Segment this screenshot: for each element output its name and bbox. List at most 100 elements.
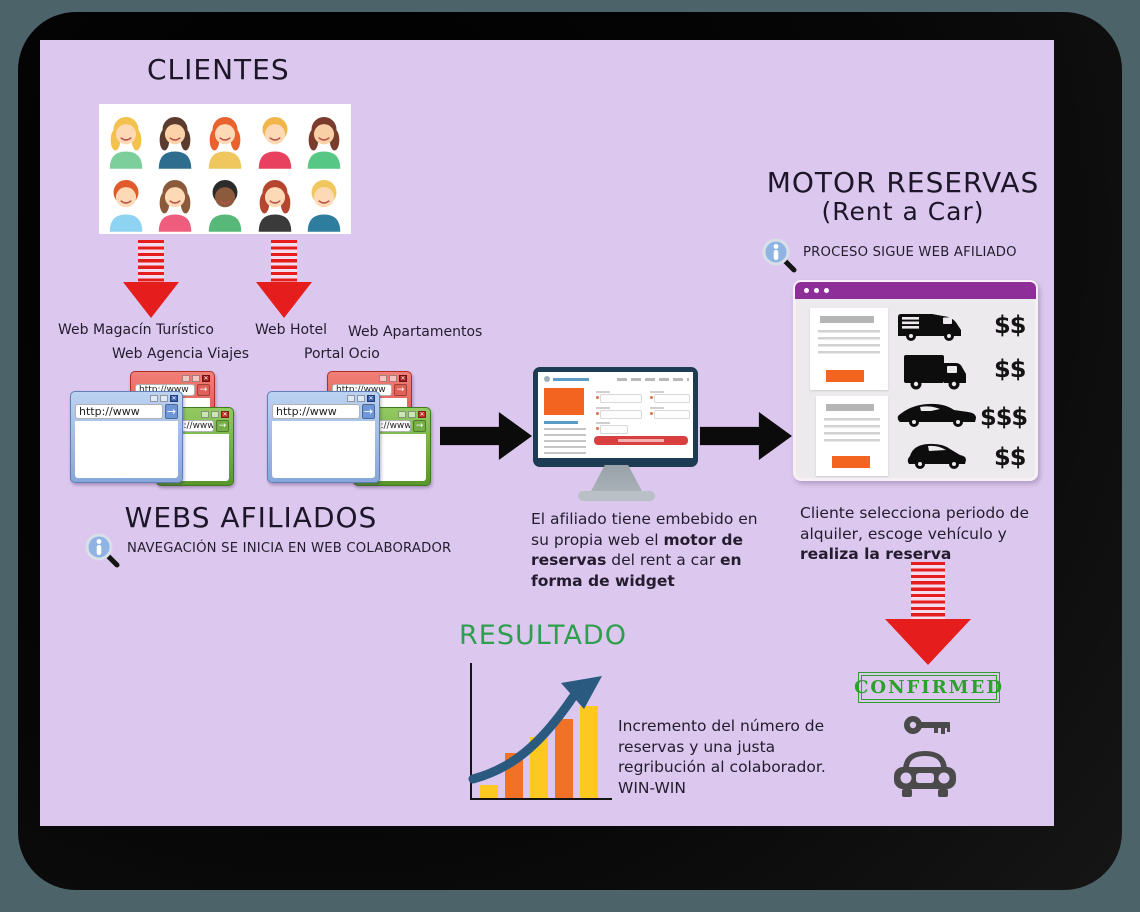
- client-avatar: [250, 106, 300, 169]
- site-text-placeholder: [544, 428, 586, 454]
- arrow-shaft: [271, 240, 297, 282]
- card-text-placeholder: [824, 418, 880, 444]
- go-arrow-icon: →: [197, 384, 210, 396]
- car-key-icon: [903, 710, 953, 740]
- window-buttons: ✕: [133, 374, 212, 383]
- widget-caption: El afiliado tiene embebido en su propia …: [531, 509, 766, 591]
- close-icon: ✕: [170, 395, 178, 402]
- label-web-agencia: Web Agencia Viajes: [112, 346, 250, 362]
- resultado-caption: Incremento del número de reservas y una …: [618, 717, 826, 797]
- site-logo-icon: [544, 376, 550, 382]
- clients-avatars: [99, 104, 351, 234]
- down-arrow-icon: [885, 562, 971, 665]
- address-bar: http://www: [272, 404, 360, 419]
- compact-car-icon: [902, 439, 972, 471]
- go-arrow-icon: →: [165, 404, 178, 419]
- chart-bar: [530, 737, 548, 798]
- webs-afiliados-note: NAVEGACIÓN SE INICIA EN WEB COLABORADOR: [127, 541, 452, 556]
- confirmed-stamp: CONFIRMED: [854, 672, 1002, 703]
- arrow-shaft: [911, 562, 945, 619]
- car-front-icon: [890, 742, 960, 799]
- caption-text-bold: realiza la reserva: [800, 545, 952, 564]
- caption-text: El afiliado tiene embebido en su propia …: [531, 510, 758, 549]
- price-label: $$: [994, 355, 1026, 383]
- client-avatar: [299, 106, 349, 169]
- widget-field: [650, 391, 690, 403]
- window-dot-icon: [824, 288, 829, 293]
- van-icon: [896, 307, 966, 343]
- clientes-title: CLIENTES: [147, 53, 290, 86]
- widget-field: [596, 407, 642, 419]
- caption-text-bold: motor de reservas: [531, 530, 744, 570]
- widget-field: [650, 407, 690, 419]
- close-icon: ✕: [418, 411, 426, 418]
- box-truck-icon: [902, 351, 970, 393]
- client-avatar: [250, 169, 300, 232]
- browser-cluster: ✕ http://www→ ✕ http://www→ ✕ http://www…: [267, 371, 432, 487]
- card-text-placeholder: [818, 330, 880, 356]
- go-arrow-icon: →: [413, 420, 426, 432]
- go-arrow-icon: →: [394, 384, 407, 396]
- card-button: [826, 370, 864, 382]
- browser-window-blue: ✕ http://www→: [70, 391, 183, 483]
- price-label: $$$: [980, 403, 1028, 431]
- window-dot-icon: [804, 288, 809, 293]
- down-arrow-icon: [256, 240, 312, 318]
- window-body: [272, 421, 375, 478]
- close-icon: ✕: [221, 411, 229, 418]
- site-nav-placeholder: [617, 378, 689, 381]
- close-icon: ✕: [202, 375, 210, 382]
- growth-chart: [470, 663, 612, 800]
- window-buttons: ✕: [356, 410, 428, 419]
- label-web-hotel: Web Hotel: [255, 322, 328, 338]
- site-image-placeholder: [544, 388, 584, 415]
- close-icon: ✕: [399, 375, 407, 382]
- label-web-magacin: Web Magacín Turístico: [58, 322, 214, 338]
- close-icon: ✕: [367, 395, 375, 402]
- window-buttons: ✕: [159, 410, 231, 419]
- card-title-placeholder: [820, 316, 874, 323]
- booking-card: [816, 396, 888, 476]
- address-bar: http://www: [75, 404, 163, 419]
- sports-car-icon: [894, 399, 980, 429]
- booking-caption: Cliente selecciona periodo de alquiler, …: [800, 503, 1045, 565]
- window-buttons: ✕: [270, 394, 377, 403]
- card-button: [832, 456, 870, 468]
- price-label: $$: [994, 311, 1026, 339]
- motor-reservas-title: MOTOR RESERVAS: [766, 166, 1040, 199]
- widget-field: [596, 422, 628, 434]
- client-avatar: [101, 169, 151, 232]
- chart-bar: [555, 719, 573, 798]
- go-arrow-icon: →: [216, 420, 229, 432]
- motor-reservas-note: PROCESO SIGUE WEB AFILIADO: [803, 245, 1017, 260]
- widget-field: [596, 391, 642, 403]
- widget-search-button: [594, 436, 688, 445]
- booking-card: [810, 308, 888, 390]
- site-title-placeholder: [553, 378, 589, 381]
- label-portal-ocio: Portal Ocio: [304, 346, 380, 362]
- arrow-head: [256, 282, 312, 318]
- caption-text: Cliente selecciona periodo de alquiler, …: [800, 504, 1030, 543]
- price-label: $$: [994, 443, 1026, 471]
- client-avatar: [200, 106, 250, 169]
- caption-text-bold: en forma de widget: [531, 551, 742, 590]
- go-arrow-icon: →: [362, 404, 375, 419]
- booking-engine-window: $$ $$ $$$: [793, 280, 1038, 481]
- webs-afiliados-title: WEBS AFILIADOS: [124, 501, 378, 534]
- site-subheading-placeholder: [544, 421, 578, 424]
- window-dot-icon: [814, 288, 819, 293]
- card-title-placeholder: [826, 404, 874, 411]
- monitor-illustration: [533, 367, 698, 467]
- client-avatar: [151, 169, 201, 232]
- down-arrow-icon: [123, 240, 179, 318]
- client-avatar: [200, 169, 250, 232]
- widget-webpage: [538, 372, 693, 458]
- window-buttons: ✕: [330, 374, 409, 383]
- client-avatar: [151, 106, 201, 169]
- arrow-head: [123, 282, 179, 318]
- info-magnifier-icon: [761, 237, 797, 273]
- client-avatar: [299, 169, 349, 232]
- arrow-head: [885, 619, 971, 665]
- window-buttons: ✕: [73, 394, 180, 403]
